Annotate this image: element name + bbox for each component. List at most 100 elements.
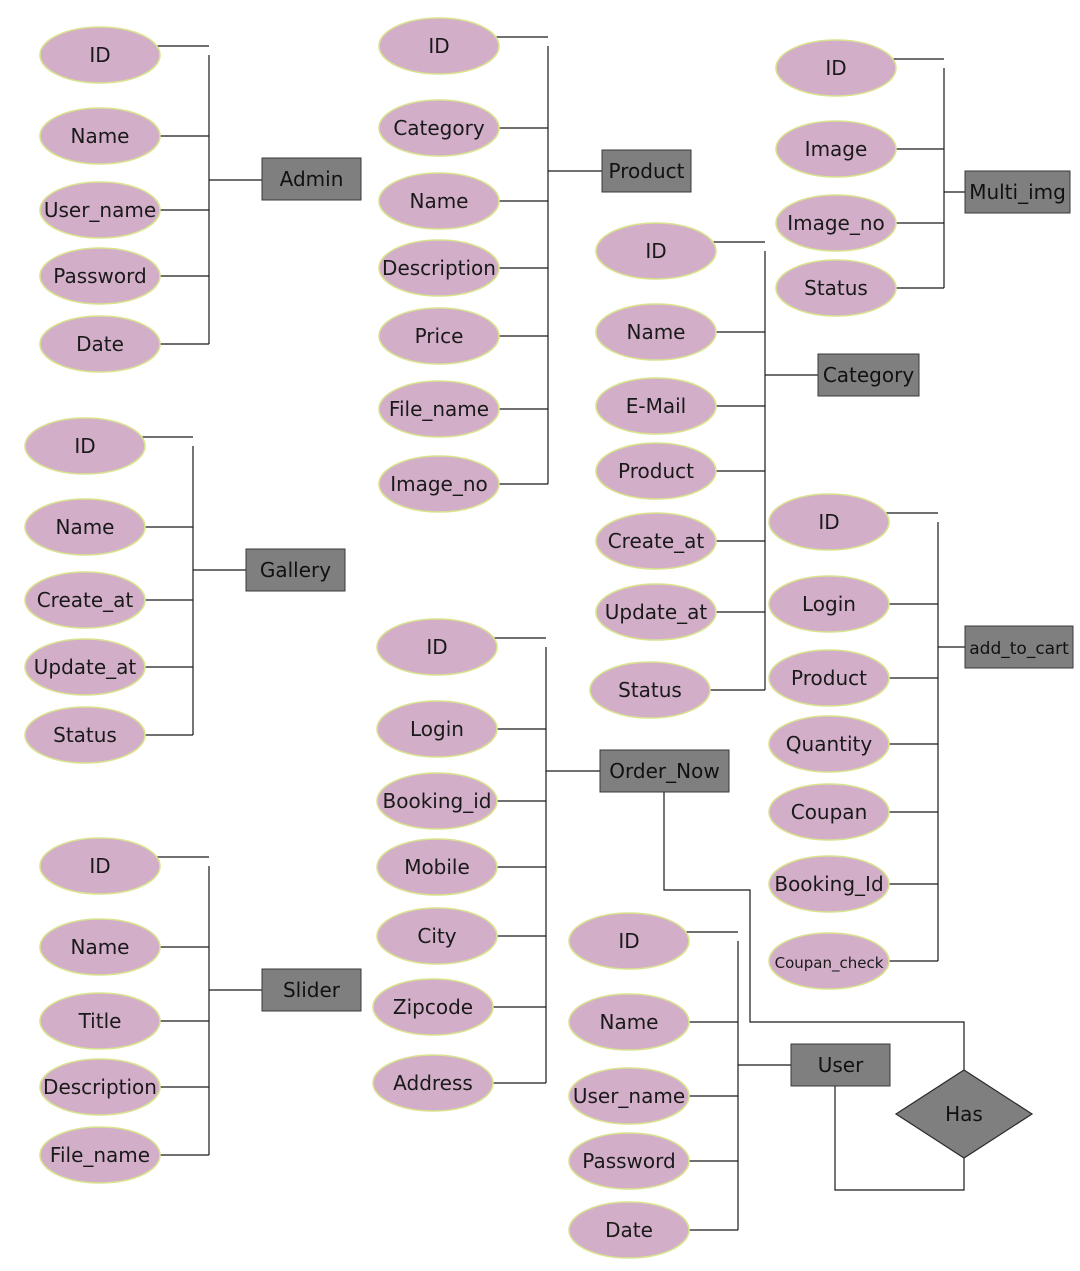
attribute-ellipse (376, 772, 498, 830)
attribute-label: Name (70, 935, 129, 959)
attribute-category-status: Status (589, 661, 711, 719)
attribute-product-id: ID (378, 17, 500, 75)
attribute-label: ID (89, 854, 110, 878)
attribute-ellipse (589, 661, 711, 719)
attribute-multi_img-status: Status (775, 259, 897, 317)
attribute-order_now-mobile: Mobile (376, 838, 498, 896)
attribute-ellipse (378, 17, 500, 75)
attribute-ellipse (376, 838, 498, 896)
attribute-ellipse (768, 783, 890, 841)
entity-box (817, 353, 920, 397)
attribute-ellipse (39, 992, 161, 1050)
entity-box (964, 625, 1074, 669)
entity-label: Product (609, 159, 685, 183)
attribute-label: City (417, 924, 456, 948)
entity-box (261, 968, 362, 1012)
connector-lines (141, 36, 965, 1231)
attribute-admin-name: Name (39, 107, 161, 165)
relationship-has: Has (894, 1069, 1034, 1159)
attribute-user-user-name: User_name (568, 1067, 690, 1125)
attribute-ellipse (568, 993, 690, 1051)
attribute-user-id: ID (568, 912, 690, 970)
order-now-to-has-line (663, 792, 965, 1070)
attribute-ellipse (39, 315, 161, 373)
entity-gallery: Gallery (245, 548, 346, 592)
attribute-label: Create_at (37, 588, 134, 612)
attribute-ellipse (768, 649, 890, 707)
entity-label: Category (823, 363, 915, 387)
attribute-label: Name (599, 1010, 658, 1034)
attribute-ellipse (568, 912, 690, 970)
attribute-label: Login (410, 717, 464, 741)
attribute-label: ID (89, 43, 110, 67)
attribute-product-image-no: Image_no (378, 455, 500, 513)
attribute-ellipse (775, 194, 897, 252)
attribute-user-date: Date (568, 1201, 690, 1259)
attribute-ellipse (24, 498, 146, 556)
attribute-ellipse (378, 455, 500, 513)
entity-label: Gallery (260, 558, 331, 582)
attribute-label: Zipcode (393, 995, 473, 1019)
attribute-product-name: Name (378, 172, 500, 230)
attribute-ellipse (378, 380, 500, 438)
attribute-label: Name (409, 189, 468, 213)
attribute-label: Name (55, 515, 114, 539)
attribute-ellipse (24, 706, 146, 764)
user-to-has-line (834, 1086, 965, 1191)
attribute-label: ID (74, 434, 95, 458)
attribute-label: Coupan (791, 800, 868, 824)
entity-label: Slider (283, 978, 341, 1002)
attribute-gallery-id: ID (24, 417, 146, 475)
attribute-ellipse (24, 638, 146, 696)
attribute-label: File_name (50, 1143, 150, 1167)
attribute-ellipse (595, 583, 717, 641)
attribute-label: Status (53, 723, 117, 747)
attribute-order_now-address: Address (372, 1054, 494, 1112)
attribute-ellipse (372, 1054, 494, 1112)
attribute-add_to_cart-product: Product (768, 649, 890, 707)
attribute-label: User_name (573, 1084, 685, 1108)
attribute-add_to_cart-coupan-check: Coupan_check (768, 932, 890, 990)
attribute-user-name: Name (568, 993, 690, 1051)
entity-product: Product (601, 149, 692, 193)
attribute-order_now-login: Login (376, 700, 498, 758)
attribute-ellipse (775, 120, 897, 178)
attribute-ellipse (39, 247, 161, 305)
attribute-gallery-name: Name (24, 498, 146, 556)
attribute-label: Status (618, 678, 682, 702)
attribute-slider-file-name: File_name (39, 1126, 161, 1184)
attribute-category-id: ID (595, 222, 717, 280)
attribute-ellipse (595, 303, 717, 361)
attribute-ellipse (595, 512, 717, 570)
attribute-multi_img-image: Image (775, 120, 897, 178)
attribute-order_now-id: ID (376, 618, 498, 676)
attribute-label: Booking_id (383, 789, 492, 813)
attribute-label: E-Mail (626, 394, 686, 418)
attribute-ellipse (568, 1067, 690, 1125)
attribute-label: Name (626, 320, 685, 344)
entity-order-now: Order_Now (599, 749, 730, 793)
attribute-admin-id: ID (39, 26, 161, 84)
attribute-ellipse (775, 259, 897, 317)
attribute-label: Description (382, 256, 496, 280)
attribute-label: Status (804, 276, 868, 300)
attribute-order_now-zipcode: Zipcode (372, 978, 494, 1036)
attribute-product-description: Description (378, 239, 500, 297)
attribute-ellipse (378, 239, 500, 297)
entity-category: Category (817, 353, 920, 397)
attribute-add_to_cart-login: Login (768, 575, 890, 633)
attribute-add_to_cart-quantity: Quantity (768, 715, 890, 773)
entity-slider: Slider (261, 968, 362, 1012)
attribute-slider-name: Name (39, 918, 161, 976)
attribute-gallery-create-at: Create_at (24, 571, 146, 629)
attribute-user-password: Password (568, 1132, 690, 1190)
attribute-category-update-at: Update_at (595, 583, 717, 641)
attribute-ellipse (372, 978, 494, 1036)
attribute-label: ID (426, 635, 447, 659)
attribute-slider-id: ID (39, 837, 161, 895)
attribute-admin-password: Password (39, 247, 161, 305)
attribute-label: Category (393, 116, 485, 140)
attribute-slider-title: Title (39, 992, 161, 1050)
entity-box (245, 548, 346, 592)
attribute-ellipse (768, 932, 890, 990)
